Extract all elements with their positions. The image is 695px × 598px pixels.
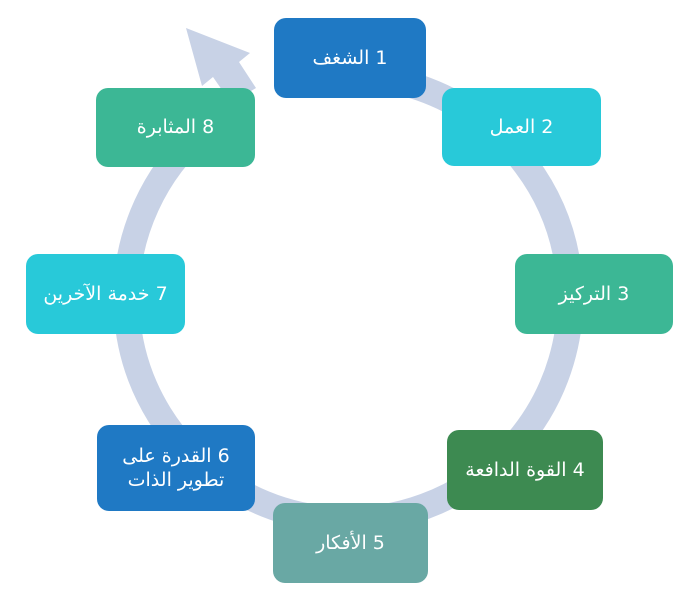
cycle-node-7-label: 7 خدمة الآخرين	[43, 282, 168, 305]
cycle-node-8[interactable]: 8 المثابرة	[96, 88, 255, 167]
cycle-node-6-label: 6 القدرة على تطوير الذات	[122, 444, 230, 491]
cycle-node-3-label: 3 التركيز	[558, 282, 630, 305]
cycle-node-1-label: 1 الشغف	[312, 46, 388, 69]
cycle-node-5-label: 5 الأفكار	[316, 531, 385, 554]
cycle-node-8-label: 8 المثابرة	[136, 116, 215, 139]
cycle-node-7[interactable]: 7 خدمة الآخرين	[26, 254, 185, 334]
cycle-node-2[interactable]: 2 العمل	[442, 88, 601, 166]
cycle-node-2-label: 2 العمل	[489, 115, 554, 138]
ring-arrowhead-icon	[186, 28, 256, 103]
cycle-node-6[interactable]: 6 القدرة على تطوير الذات	[97, 425, 255, 511]
cycle-node-5[interactable]: 5 الأفكار	[273, 503, 428, 583]
cycle-node-1[interactable]: 1 الشغف	[274, 18, 426, 98]
cycle-node-3[interactable]: 3 التركيز	[515, 254, 673, 334]
cycle-node-4-label: 4 القوة الدافعة	[465, 458, 585, 481]
cycle-node-4[interactable]: 4 القوة الدافعة	[447, 430, 603, 510]
